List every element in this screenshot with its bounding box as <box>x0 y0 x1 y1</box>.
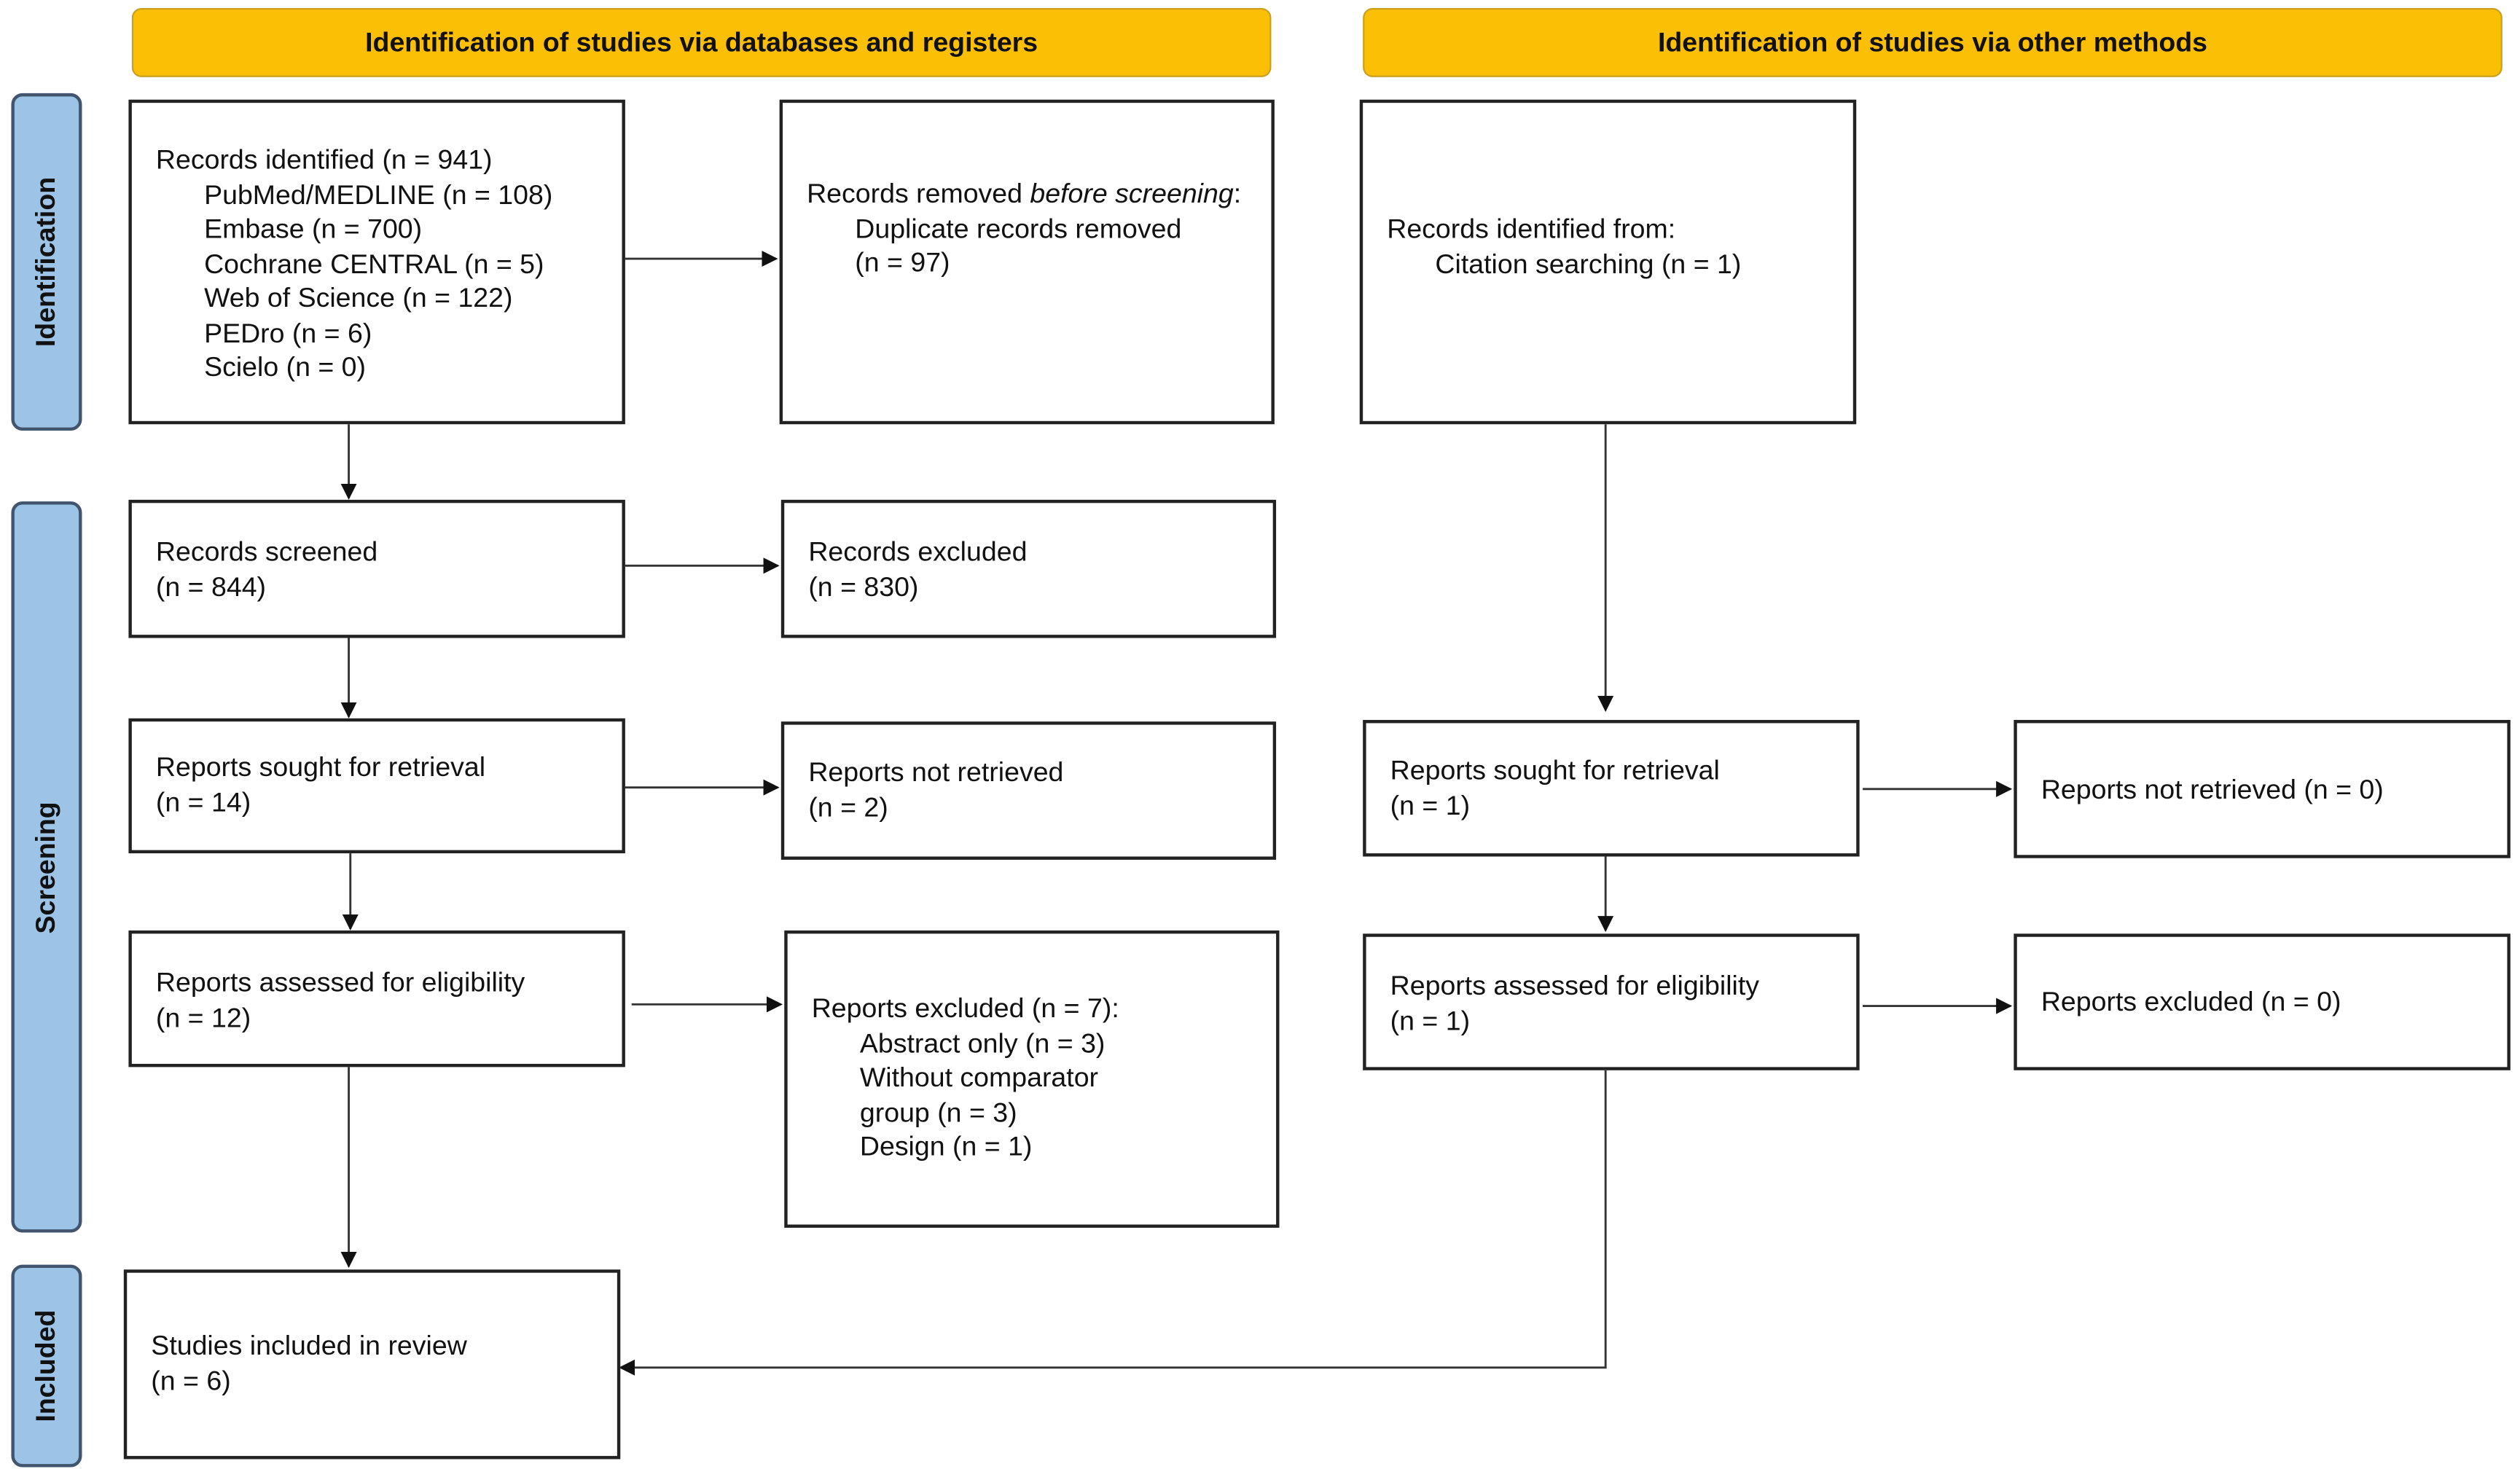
records-identified-title: Records identified (n = 941) <box>155 144 493 176</box>
count: (n = 1) <box>1390 1005 1471 1036</box>
source-item: Web of Science (n = 122) <box>204 283 513 314</box>
count: (n = 1) <box>1390 789 1471 820</box>
box-reports-excluded: Reports excluded (n = 7): Abstract only … <box>784 930 1280 1228</box>
header-other-label: Identification of studies via other meth… <box>1657 26 2208 58</box>
phase-identification: Identification <box>11 93 82 431</box>
source-item: PEDro (n = 6) <box>204 317 372 348</box>
label: Records excluded <box>808 536 1028 568</box>
count: (n = 6) <box>151 1365 231 1396</box>
box-other-reports-sought: Reports sought for retrieval(n = 1) <box>1363 720 1860 857</box>
box-reports-not-retrieved: Reports not retrieved(n = 2) <box>780 721 1277 860</box>
label: Reports sought for retrieval <box>155 752 486 783</box>
source-item: Scielo (n = 0) <box>204 351 367 383</box>
count: (n = 830) <box>808 571 919 602</box>
source-item: Cochrane CENTRAL (n = 5) <box>204 248 544 279</box>
count: (n = 12) <box>155 1002 251 1033</box>
reason-item: group (n = 3) <box>859 1097 1017 1128</box>
reports-excluded-title: Reports excluded (n = 7): <box>811 992 1119 1024</box>
arrow-other-assessed-included <box>619 1070 1607 1376</box>
label: Records screened <box>155 536 378 568</box>
label: Reports sought for retrieval <box>1390 755 1720 786</box>
box-reports-sought: Reports sought for retrieval(n = 14) <box>128 718 625 854</box>
label: Reports assessed for eligibility <box>155 967 525 998</box>
records-removed-title: Records removed before screening: <box>807 178 1242 209</box>
box-studies-included: Studies included in review (n = 6) <box>123 1269 621 1460</box>
box-other-identified: Records identified from: Citation search… <box>1359 99 1857 425</box>
label: Reports not retrieved <box>808 756 1064 788</box>
box-records-removed: Records removed before screening: Duplic… <box>779 99 1275 425</box>
header-databases: Identification of studies via databases … <box>131 8 1272 77</box>
box-records-identified: Records identified (n = 941) PubMed/MEDL… <box>128 99 625 425</box>
count: (n = 2) <box>808 791 888 823</box>
box-records-excluded: Records excluded(n = 830) <box>780 499 1277 638</box>
box-other-excluded: Reports excluded (n = 0) <box>2014 933 2511 1070</box>
label: Studies included in review <box>151 1331 467 1361</box>
header-other-methods: Identification of studies via other meth… <box>1363 8 2503 77</box>
label: Reports excluded (n = 0) <box>2040 987 2341 1018</box>
reason-item: Abstract only (n = 3) <box>859 1027 1106 1059</box>
source-item: Embase (n = 700) <box>204 214 423 245</box>
label: Reports not retrieved (n = 0) <box>2040 775 2384 805</box>
duplicates-label: Duplicate records removed <box>855 213 1182 244</box>
phase-included: Included <box>11 1264 82 1468</box>
count: (n = 844) <box>155 571 267 602</box>
other-identified-title: Records identified from: <box>1387 214 1676 245</box>
reason-item: Design (n = 1) <box>859 1131 1033 1162</box>
reason-item: Without comparator <box>859 1062 1099 1093</box>
box-records-screened: Records screened(n = 844) <box>128 499 625 638</box>
count: (n = 14) <box>155 786 251 818</box>
box-other-assessed: Reports assessed for eligibility (n = 1) <box>1363 933 1860 1070</box>
box-reports-assessed: Reports assessed for eligibility (n = 12) <box>128 930 625 1068</box>
label: Reports assessed for eligibility <box>1390 971 1760 1001</box>
box-other-not-retrieved: Reports not retrieved (n = 0) <box>2014 720 2511 858</box>
citation-searching: Citation searching (n = 1) <box>1435 248 1742 279</box>
duplicates-count: (n = 97) <box>855 247 950 278</box>
header-databases-label: Identification of studies via databases … <box>365 26 1038 58</box>
source-item: PubMed/MEDLINE (n = 108) <box>204 179 553 210</box>
phase-screening: Screening <box>11 501 82 1233</box>
